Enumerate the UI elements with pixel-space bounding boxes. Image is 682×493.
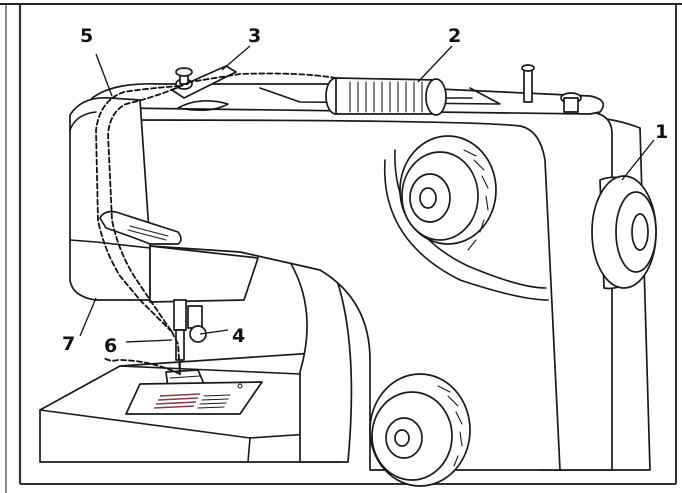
needle-and-presser-foot xyxy=(165,299,207,389)
machine-head xyxy=(69,96,259,303)
callout-3-thread-guide: 3 xyxy=(248,25,261,47)
handwheel xyxy=(591,175,657,290)
take-up-lever xyxy=(99,210,182,245)
bobbin-winder xyxy=(521,64,582,113)
callout-7-head-guide: 7 xyxy=(62,333,75,355)
callout-1-handwheel: 1 xyxy=(655,121,668,143)
stitch-length-dial xyxy=(369,373,471,487)
callout-2-spool: 2 xyxy=(448,25,461,47)
diagram-frame xyxy=(0,3,682,493)
needle-plate xyxy=(125,381,263,415)
thread-path xyxy=(95,72,337,375)
callout-4-needle-clamp: 4 xyxy=(232,325,245,347)
pattern-selector-dial xyxy=(399,135,497,251)
spool-of-thread xyxy=(325,77,473,116)
callout-5-take-up-path: 5 xyxy=(80,25,93,47)
callout-leaders xyxy=(79,45,655,343)
callout-labels: 1 2 3 4 5 6 7 xyxy=(62,25,668,357)
callout-6-needle: 6 xyxy=(104,335,117,357)
